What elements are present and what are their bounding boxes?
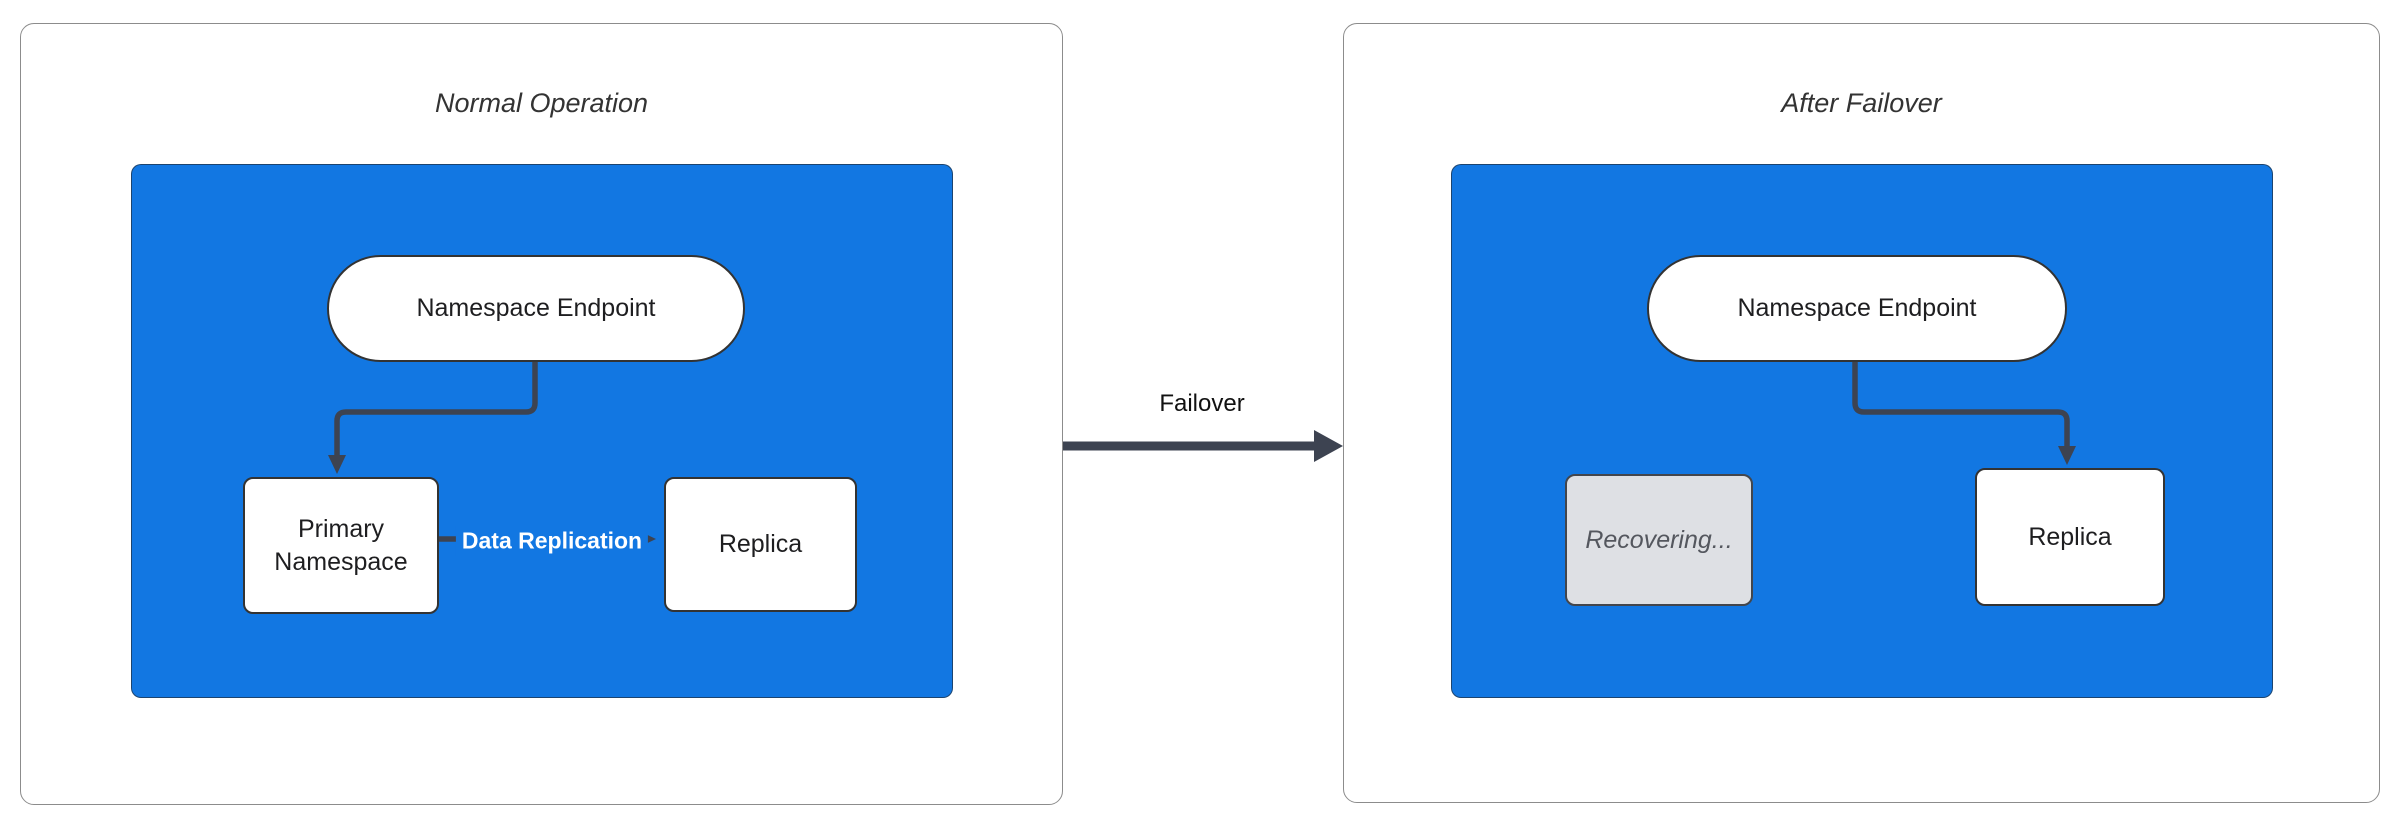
arrowhead-failover (1314, 430, 1343, 462)
edge-label-data-replication: Data Replication (455, 525, 649, 557)
node-label: Recovering... (1585, 525, 1733, 554)
panel-after-failover: After Failover Namespace Endpoint Recove… (1343, 23, 2380, 803)
panel-title-normal-operation: Normal Operation (434, 88, 649, 118)
node-namespace-endpoint-failover: Namespace Endpoint (1647, 255, 2067, 362)
node-primary-namespace: Primary Namespace (243, 477, 439, 614)
node-label: Replica (718, 530, 803, 558)
cluster-normal-operation: Namespace Endpoint Primary Namespace Rep… (131, 164, 953, 698)
node-namespace-endpoint: Namespace Endpoint (327, 255, 745, 362)
cluster-after-failover: Namespace Endpoint Recovering... Replica (1451, 164, 2273, 698)
node-label: Replica (2028, 522, 2112, 551)
node-replica-failover: Replica (1975, 468, 2165, 606)
node-label: Namespace Endpoint (416, 294, 656, 322)
failover-arrow-label: Failover (1159, 390, 1245, 417)
node-label: Primary Namespace (274, 514, 408, 576)
panel-normal-operation: Normal Operation Namespace Endpoint Prim… (20, 23, 1063, 805)
node-label: Namespace Endpoint (1737, 294, 1977, 322)
node-replica-normal: Replica (664, 477, 857, 612)
node-recovering: Recovering... (1565, 474, 1753, 606)
panel-title-after-failover: After Failover (1781, 88, 1942, 118)
